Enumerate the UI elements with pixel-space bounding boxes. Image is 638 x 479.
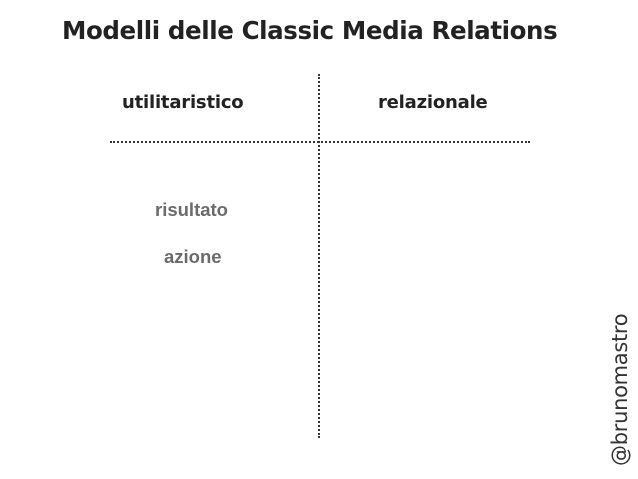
author-watermark: @brunomastro <box>608 313 632 466</box>
horizontal-dotted-divider <box>110 141 530 143</box>
left-item-azione: azione <box>164 246 222 267</box>
slide-title: Modelli delle Classic Media Relations <box>62 16 558 45</box>
column-header-utilitaristico: utilitaristico <box>122 92 244 113</box>
column-header-relazionale: relazionale <box>378 92 488 113</box>
left-item-risultato: risultato <box>155 199 228 220</box>
vertical-dotted-divider <box>318 74 320 438</box>
